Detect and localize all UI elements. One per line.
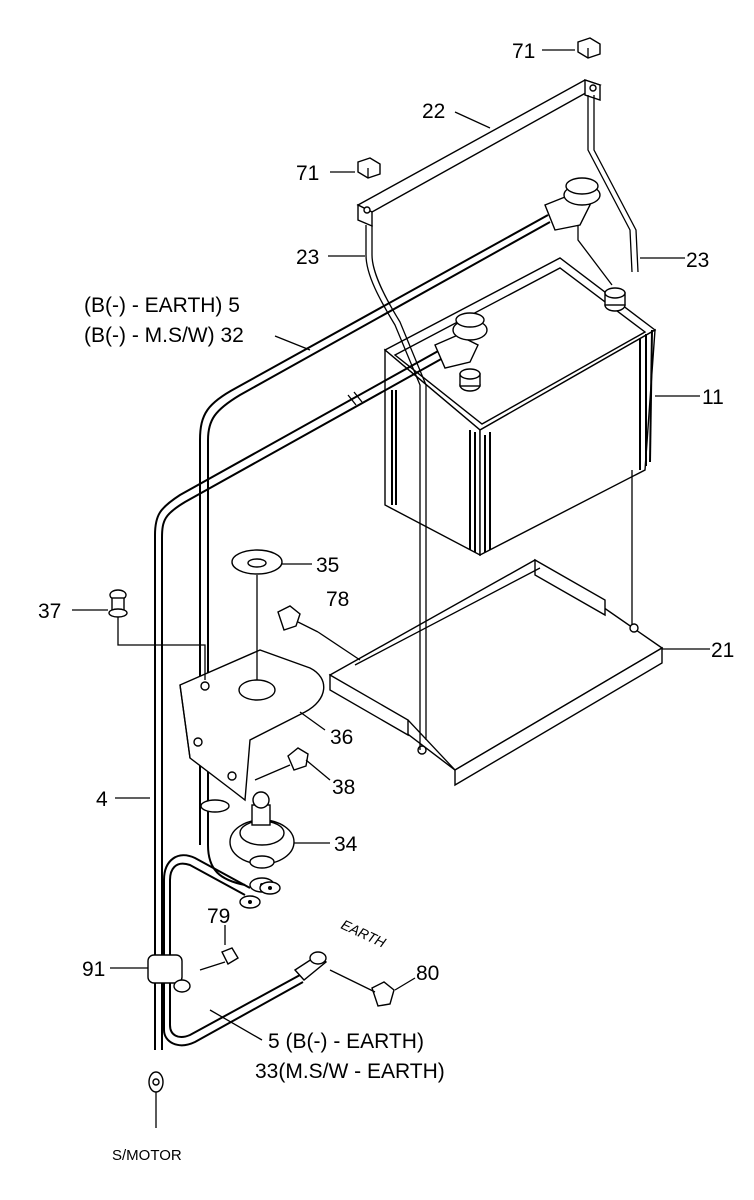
hold-down-clamp [356,37,639,750]
label-23-right: 23 [686,249,709,272]
battery-tray [328,558,664,787]
label-34: 34 [334,833,358,856]
label-s-motor: S/MOTOR [112,1147,182,1164]
label-71-left: 71 [296,162,319,185]
label-11: 11 [702,386,724,409]
label-earth: EARTH [339,916,389,951]
battery [383,257,657,557]
switch-bracket [179,549,325,802]
label-37: 37 [38,600,61,623]
label-4: 4 [96,788,108,811]
label-23-left: 23 [296,246,319,269]
leader-lines [72,49,710,1041]
label-79: 79 [207,905,230,928]
label-5-b-earth: 5 (B(-) - EARTH) [268,1030,424,1053]
label-32: (B(-) - M.S/W) 32 [84,324,244,347]
earth-cable [147,854,328,1128]
label-91: 91 [82,958,105,981]
label-78: 78 [326,588,349,611]
battery-cables [154,177,613,1050]
label-35: 35 [316,554,339,577]
label-33: 33(M.S/W - EARTH) [255,1060,445,1083]
label-5-earth: (B(-) - EARTH) 5 [84,294,240,317]
label-22: 22 [422,100,445,123]
bolts [108,589,395,1007]
label-71-top: 71 [512,40,535,63]
key-switch [200,791,295,909]
label-38: 38 [332,776,355,799]
label-80: 80 [416,962,439,985]
label-36: 36 [330,726,353,749]
label-21: 21 [711,639,734,662]
